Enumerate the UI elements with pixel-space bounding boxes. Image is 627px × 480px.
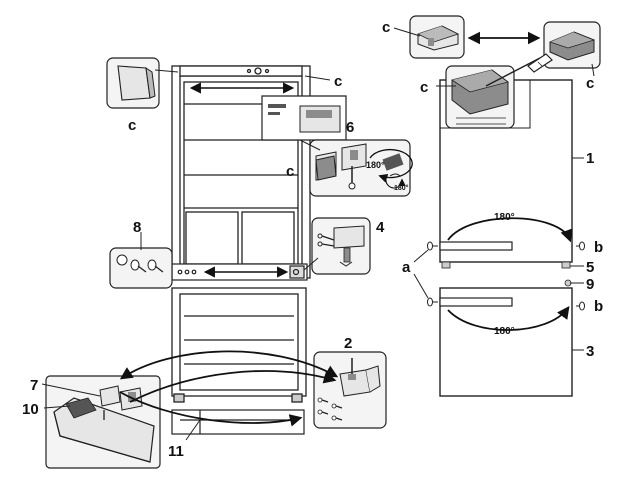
arrow-hinge-to-base (119, 391, 303, 427)
label-c-cover-left: c (128, 117, 136, 134)
cabinet-lower (171, 287, 307, 403)
label-3: 3 (586, 343, 594, 360)
label-1: 1 (586, 150, 594, 167)
leader-inset-4 (303, 257, 319, 271)
label-5: 5 (586, 259, 594, 276)
label-10: 10 (22, 401, 39, 418)
inset-screws (109, 247, 173, 289)
upper-door (439, 53, 573, 269)
leader-cover-left (154, 69, 179, 73)
leader-label-11 (185, 419, 201, 441)
label-c-hinge-cover: c (286, 163, 294, 180)
angle-hinge-rotate: 180° (366, 160, 385, 170)
label-a: a (402, 259, 411, 276)
angle-upper-door: 180° (494, 212, 515, 223)
inset-top-door-cover-right (543, 21, 601, 69)
label-c-top-door-right: c (586, 75, 594, 92)
lower-door (439, 279, 573, 397)
inset-base-cover (45, 375, 161, 469)
label-4: 4 (376, 219, 385, 236)
leader-inset-6 (299, 139, 321, 151)
door-plugs-left (427, 241, 438, 307)
hinge-cover-part (315, 155, 337, 181)
inset-middle-hinge (311, 217, 371, 275)
angle-hinge-rotate-small: 180° (394, 184, 409, 192)
inset-cover-left (106, 57, 160, 109)
inset-bottom-hinge (313, 351, 387, 429)
label-8: 8 (133, 219, 141, 236)
leader-a-lower (413, 273, 429, 299)
label-c-door-corner: c (420, 79, 428, 96)
door-plugs-right (576, 241, 585, 311)
label-6: 6 (346, 119, 354, 136)
inset-top-door-cover-left (409, 15, 465, 59)
leader-inset-7 (41, 383, 101, 397)
label-7: 7 (30, 377, 38, 394)
label-b-upper: b (594, 239, 603, 256)
leader-inset-10 (43, 405, 71, 409)
label-c-top-door-left: c (382, 19, 390, 36)
arrow-hinge-to-left (119, 350, 339, 380)
label-9: 9 (586, 276, 594, 293)
inset-hinge-corner (261, 95, 347, 141)
leader-c-top-right (304, 75, 331, 81)
leader-a-upper (413, 249, 429, 263)
label-c-top-right: c (334, 73, 342, 90)
leader-c-top-door-right (591, 63, 595, 77)
label-11: 11 (168, 443, 184, 460)
label-b-lower: b (594, 298, 603, 315)
label-2: 2 (344, 335, 352, 352)
arrow-base-to-right (129, 370, 337, 403)
angle-lower-door: 180° (494, 326, 515, 337)
leader-c-top-door-left (393, 27, 421, 37)
